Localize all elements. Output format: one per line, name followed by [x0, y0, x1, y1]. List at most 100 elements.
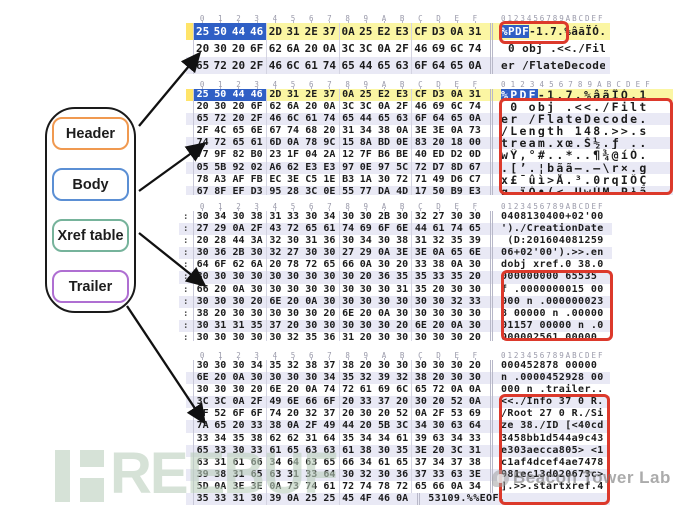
hex-byte: 78: [305, 137, 318, 149]
hex-byte: 44: [411, 223, 429, 236]
hex-byte: 74: [450, 223, 463, 235]
ascii-text: x£¯ûì>Å.³.0rqIÖÇ: [490, 173, 659, 186]
hex-byte: 30: [305, 283, 318, 295]
hex-byte: 65: [323, 259, 336, 271]
hex-byte: 20: [432, 137, 445, 149]
hex-byte: 62: [287, 432, 300, 444]
hex-byte: 30: [323, 319, 336, 331]
ascii-text: 000 n .trailer..: [490, 384, 605, 397]
ascii-text: e303aecca805> <1: [490, 444, 605, 457]
hex-byte: 6E: [287, 396, 300, 408]
offset-column: [186, 420, 193, 432]
hex-byte: 0A: [305, 384, 318, 396]
hex-byte: 69: [377, 384, 390, 396]
hex-byte: 37: [450, 456, 463, 468]
hex-column-label: D: [429, 14, 447, 23]
hex-byte: 20: [231, 42, 246, 55]
hex-byte: 0A: [265, 480, 284, 494]
hex-column-label: 9: [357, 202, 375, 211]
hex-byte: 20: [214, 372, 227, 384]
hex-byte: 30: [232, 295, 245, 307]
hex-byte: 78: [193, 173, 211, 186]
hex-byte: 0A: [450, 384, 463, 396]
hex-byte: 33: [432, 468, 445, 480]
hex-byte: 6E: [193, 372, 211, 385]
hex-byte: 30: [338, 211, 357, 224]
hex-byte: 66: [338, 456, 357, 469]
ascii-text: n .0000452928 00: [490, 372, 605, 385]
hex-byte: 33: [214, 444, 227, 456]
hex-byte: 44: [229, 89, 248, 102]
hex-byte: 30: [193, 211, 211, 224]
hex-byte: 32: [450, 295, 463, 307]
hex-byte: 3C: [338, 40, 357, 57]
hex-byte: 0A: [377, 101, 390, 113]
hex-byte: 35: [193, 493, 211, 506]
hex-byte: 30: [338, 468, 357, 481]
flowchart-box-label: Header: [65, 125, 116, 142]
hex-column-label: 4: [266, 351, 284, 360]
hex-byte: 20: [468, 331, 481, 341]
hex-byte: 30: [265, 271, 284, 284]
offset-column: [186, 457, 193, 469]
hex-byte: 32: [265, 247, 284, 260]
hex-byte: 20: [359, 360, 372, 371]
offset-column: [186, 149, 193, 161]
hex-byte: 63: [450, 420, 463, 432]
hex-byte: D6: [450, 173, 463, 185]
hex-byte: 20: [250, 384, 263, 396]
hex-byte: BE: [396, 149, 409, 161]
hex-byte: 25: [359, 89, 372, 100]
hex-byte: 74: [323, 384, 336, 396]
hex-byte: 31: [396, 283, 409, 295]
hex-byte: 52: [450, 396, 463, 408]
ascii-text: 53109.%%EOF.: [417, 493, 532, 506]
hex-byte: 0A: [214, 480, 227, 492]
hex-column-label: 0: [193, 14, 211, 23]
hex-byte: 63: [396, 113, 409, 125]
hex-byte: 35: [338, 372, 357, 385]
hex-byte: 38: [250, 211, 263, 222]
hex-byte: 6F: [214, 259, 227, 271]
hex-byte: 30: [265, 331, 284, 341]
hex-column-label: F: [466, 351, 484, 360]
hex-byte: 74: [323, 113, 336, 125]
hex-byte: 38: [377, 125, 390, 137]
hex-byte: 33: [250, 420, 263, 432]
hex-byte: 0A: [338, 89, 357, 102]
hex-byte: 72: [214, 113, 227, 125]
hex-byte: 38: [193, 307, 211, 320]
ascii-text: dobj xref.0 38.0: [490, 259, 605, 272]
ascii-text: 000452878 00000: [490, 360, 605, 373]
hex-byte: 31: [214, 456, 227, 468]
ascii-column-label: 0123456789ABCDEF: [501, 351, 605, 360]
hex-byte: 35: [305, 331, 318, 341]
hex-byte: 61: [250, 137, 263, 149]
ascii-text: 000 n .000000023: [490, 295, 605, 308]
hex-byte: 5C: [396, 161, 409, 173]
offset-column: :: [183, 236, 189, 247]
hex-column-label: 6: [302, 351, 320, 360]
hex-byte: 34: [359, 235, 372, 247]
hex-byte: 31: [468, 25, 482, 38]
hex-byte: 34: [323, 372, 336, 384]
hex-byte: 0A: [305, 295, 318, 307]
hex-column-label: 7: [320, 14, 338, 23]
hex-byte: 20: [396, 319, 409, 331]
hex-byte: 6C: [396, 384, 409, 396]
hex-byte: 30: [232, 211, 245, 222]
hex-column-label: 3: [248, 351, 266, 360]
offset-column: :: [183, 332, 189, 341]
hex-byte: 30: [265, 283, 284, 296]
hex-byte: 20: [432, 396, 445, 408]
hex-column-label: A: [375, 14, 393, 23]
hex-byte: 30: [432, 331, 445, 341]
hex-column-label: B: [393, 14, 411, 23]
